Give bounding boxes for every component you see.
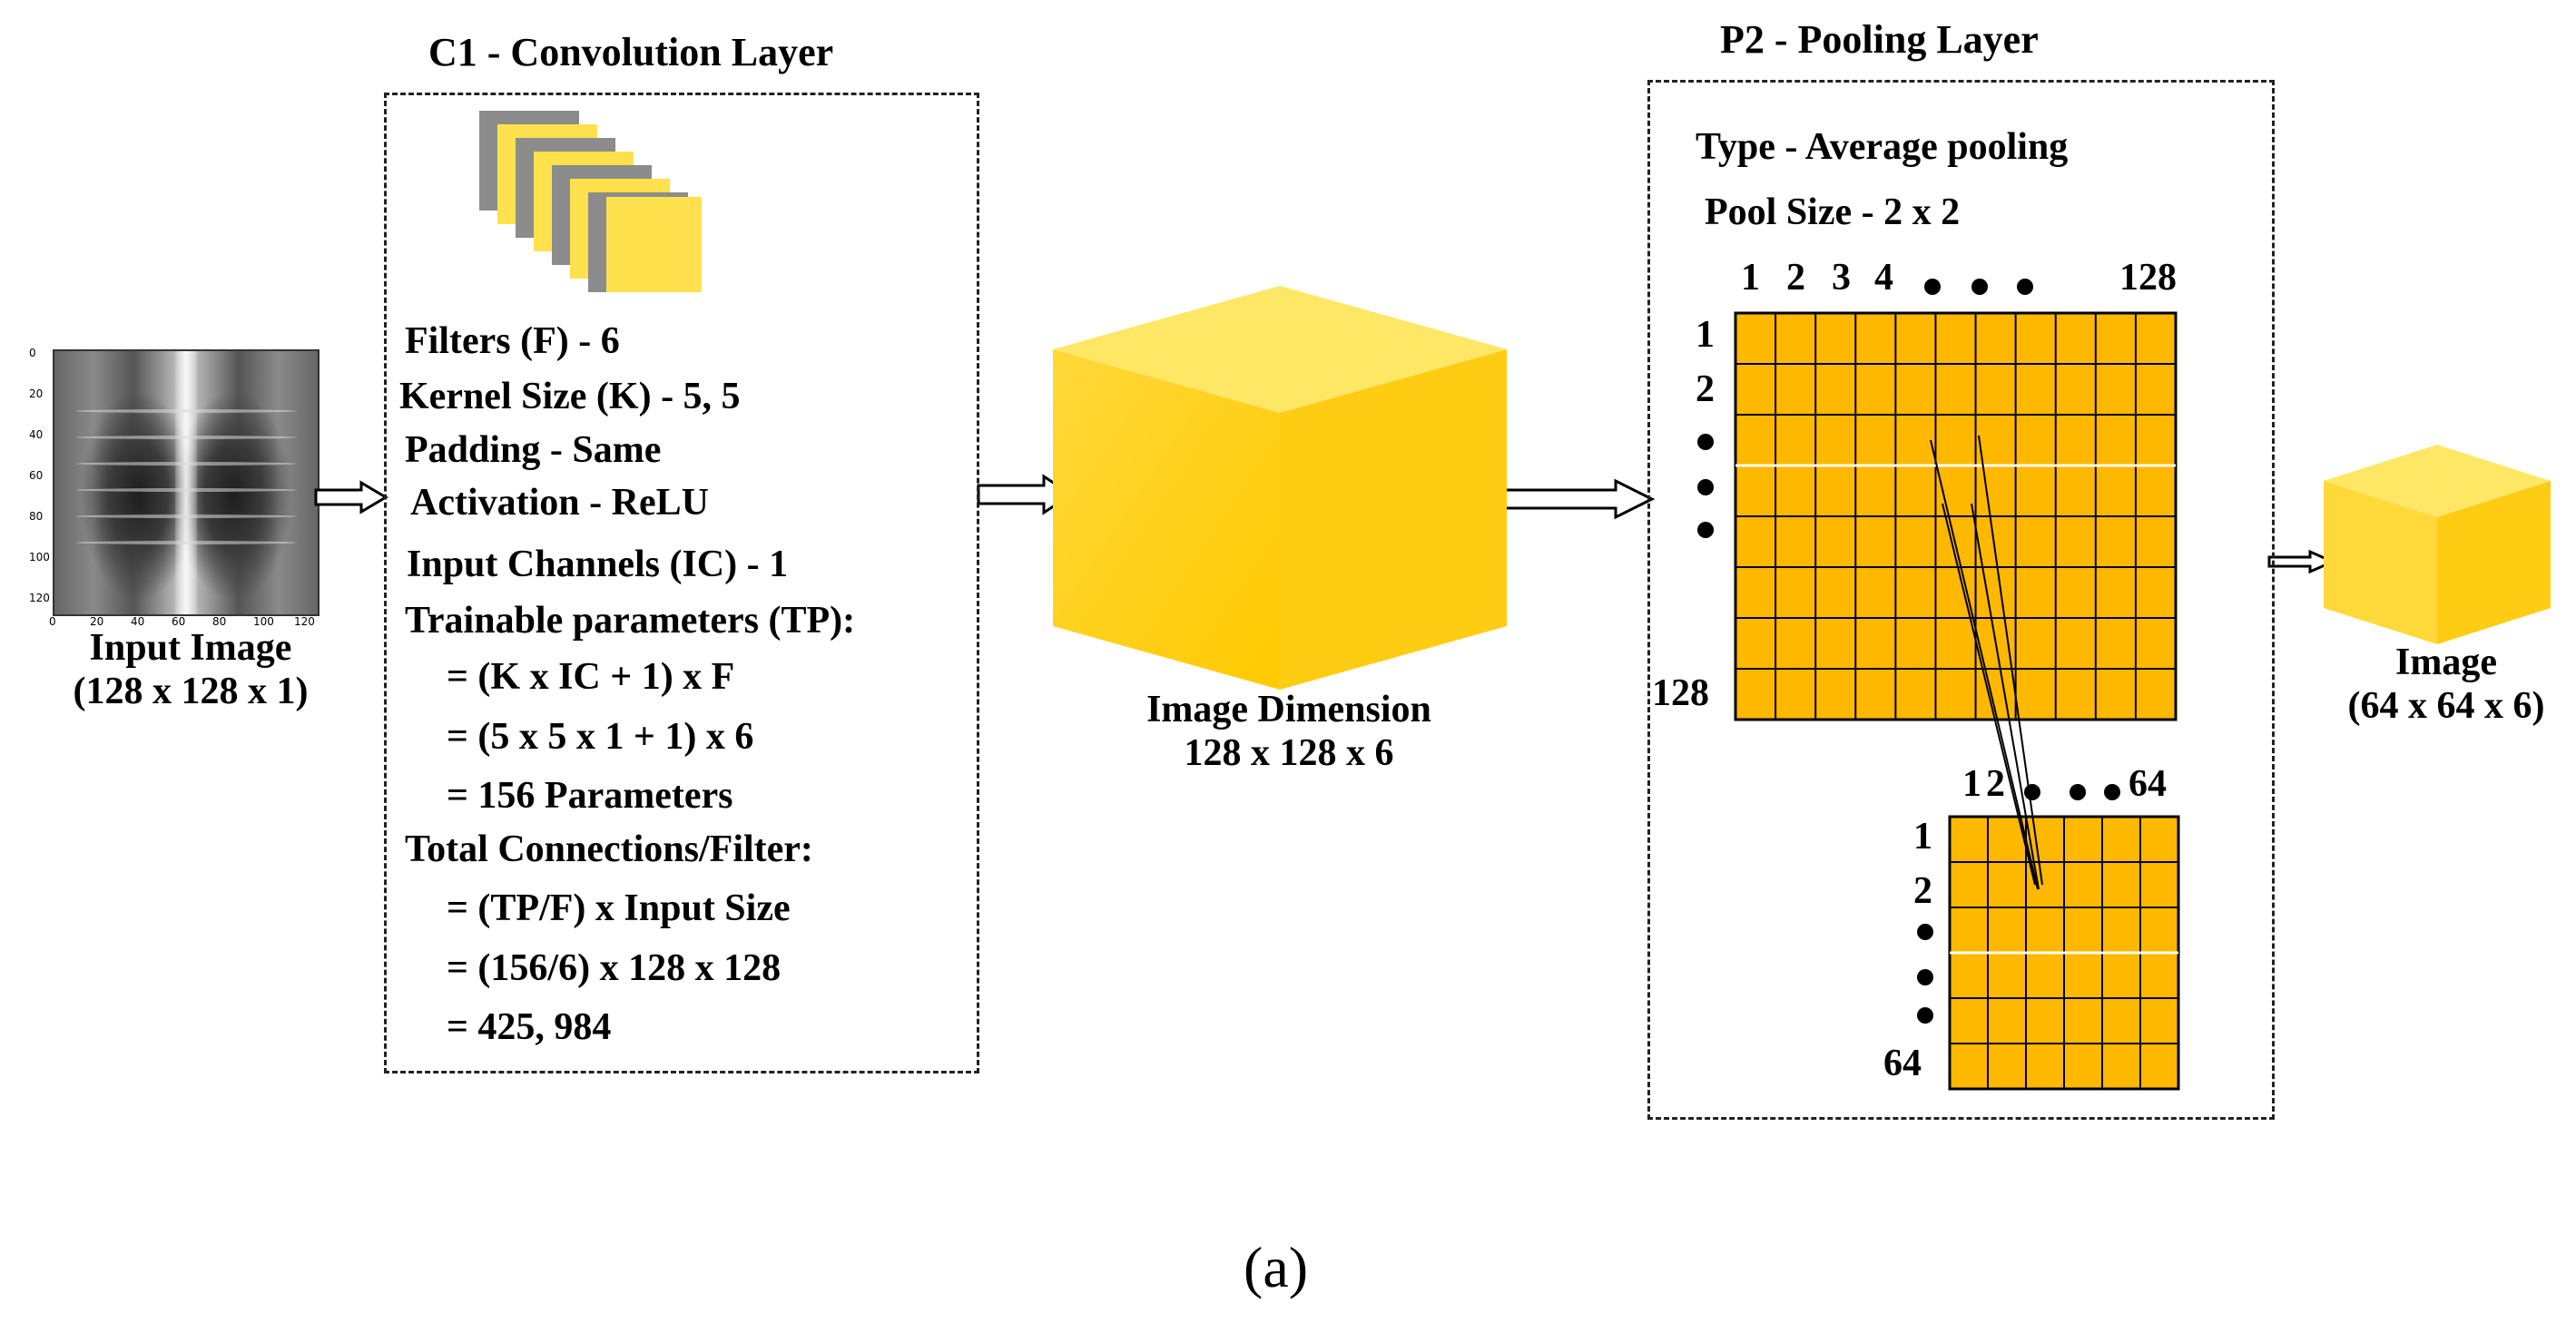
small-grid-row-ellipsis-dot <box>1917 924 1933 940</box>
small-grid-col-2: 2 <box>1986 763 2005 805</box>
chest-xray-image <box>53 349 320 616</box>
cube-side-face <box>1280 349 1507 690</box>
xray-y-tick: 100 <box>29 551 50 564</box>
big-grid-col-4: 4 <box>1874 257 1893 299</box>
big-grid-row-end: 128 <box>1652 672 1709 714</box>
big-grid-col-3: 3 <box>1832 257 1851 299</box>
big-grid-row-1: 1 <box>1696 314 1715 356</box>
xray-x-tick: 20 <box>90 615 104 628</box>
big-grid-row-ellipsis-dot <box>1697 479 1714 495</box>
output-title: Image <box>2395 642 2497 683</box>
small-pooled-grid <box>1948 815 2180 1091</box>
big-grid-col-1: 1 <box>1741 257 1760 299</box>
mid-cube-size: 128 x 128 x 6 <box>1184 732 1394 774</box>
big-grid-row-ellipsis-dot <box>1697 522 1714 538</box>
xray-x-tick: 40 <box>131 615 145 628</box>
pooling-connector-line <box>1971 503 2040 890</box>
filter-yellow-4 <box>606 197 702 292</box>
c1-filters: Filters (F) - 6 <box>405 320 620 362</box>
xray-x-tick: 0 <box>49 615 56 628</box>
big-grid-col-ellipsis-dot <box>2017 279 2033 295</box>
small-grid-row-1: 1 <box>1913 816 1932 858</box>
output-cube-side-face <box>2437 481 2551 644</box>
small-grid-row-2: 2 <box>1913 870 1932 912</box>
big-grid-col-ellipsis-dot <box>1924 279 1941 295</box>
xray-y-tick: 80 <box>29 510 44 523</box>
c1-input-channels: Input Channels (IC) - 1 <box>407 544 789 585</box>
xray-y-tick: 20 <box>29 387 44 400</box>
c1-conn-label: Total Connections/Filter: <box>405 828 813 870</box>
p2-type: Type - Average pooling <box>1696 126 2069 168</box>
c1-conn-formula: = (TP/F) x Input Size <box>447 887 791 929</box>
p2-box <box>1647 80 2275 1120</box>
c1-activation: Activation - ReLU <box>410 482 709 524</box>
p2-title: P2 - Pooling Layer <box>1720 17 2039 62</box>
xray-x-tick: 80 <box>212 615 227 628</box>
input-image-title: Input Image <box>89 627 292 669</box>
output-cube <box>2324 445 2551 644</box>
c1-tp-result: = 156 Parameters <box>447 775 733 817</box>
big-grid-row-ellipsis-dot <box>1697 434 1714 450</box>
c1-kernel: Kernel Size (K) - 5, 5 <box>399 376 741 417</box>
big-grid-col-2: 2 <box>1786 257 1805 299</box>
arrow-input-to-c1 <box>314 480 388 515</box>
pooling-connector-line <box>1978 435 2043 886</box>
pooling-connector-line <box>1942 503 2036 886</box>
small-grid-row-ellipsis-dot <box>1917 969 1933 985</box>
xray-y-tick: 40 <box>29 428 44 441</box>
arrow-cube-to-p2 <box>1496 478 1656 520</box>
xray-y-tick: 120 <box>29 592 50 604</box>
big-pooling-grid <box>1734 311 2178 721</box>
small-grid-col-1: 1 <box>1962 763 1981 805</box>
c1-box <box>384 93 979 1073</box>
c1-padding: Padding - Same <box>405 429 662 471</box>
p2-pool-size: Pool Size - 2 x 2 <box>1705 191 1961 233</box>
cube-front-face <box>1053 349 1280 690</box>
mid-cube-title: Image Dimension <box>1146 689 1431 730</box>
small-grid-row-ellipsis-dot <box>1917 1007 1933 1024</box>
c1-conn-result: = 425, 984 <box>447 1006 612 1048</box>
output-size: (64 x 64 x 6) <box>2347 685 2545 727</box>
c1-tp-label: Trainable parameters (TP): <box>405 600 856 642</box>
output-cube-front-face <box>2324 481 2437 644</box>
xray-x-tick: 100 <box>253 615 274 628</box>
c1-conn-substituted: = (156/6) x 128 x 128 <box>447 947 782 989</box>
big-grid-col-end: 128 <box>2119 257 2177 299</box>
small-grid-row-end: 64 <box>1883 1043 1922 1084</box>
figure-caption: (a) <box>1244 1235 1309 1299</box>
feature-map-cube <box>1053 286 1507 690</box>
c1-tp-substituted: = (5 x 5 x 1 + 1) x 6 <box>447 716 754 758</box>
c1-title: C1 - Convolution Layer <box>428 30 834 74</box>
input-image-size: (128 x 128 x 1) <box>73 671 309 712</box>
small-grid-col-end: 64 <box>2129 763 2167 805</box>
big-grid-row-2: 2 <box>1696 368 1715 410</box>
big-grid-col-ellipsis-dot <box>1971 279 1988 295</box>
arrow-p2-to-output <box>2267 549 2336 574</box>
xray-y-tick: 60 <box>29 469 44 482</box>
c1-tp-formula: = (K x IC + 1) x F <box>447 656 735 698</box>
mid-cube-label: Image Dimension 128 x 128 x 6 <box>1062 688 1516 775</box>
xray-x-tick: 60 <box>172 615 186 628</box>
xray-y-tick: 0 <box>29 347 36 359</box>
pooling-connector-line <box>1930 439 2039 890</box>
input-image-label: Input Image (128 x 128 x 1) <box>18 626 363 713</box>
small-grid-col-ellipsis-dot <box>2104 784 2120 800</box>
xray-x-tick: 120 <box>294 615 315 628</box>
output-label: Image (64 x 64 x 6) <box>2319 641 2573 728</box>
small-grid-col-ellipsis-dot <box>2070 784 2086 800</box>
